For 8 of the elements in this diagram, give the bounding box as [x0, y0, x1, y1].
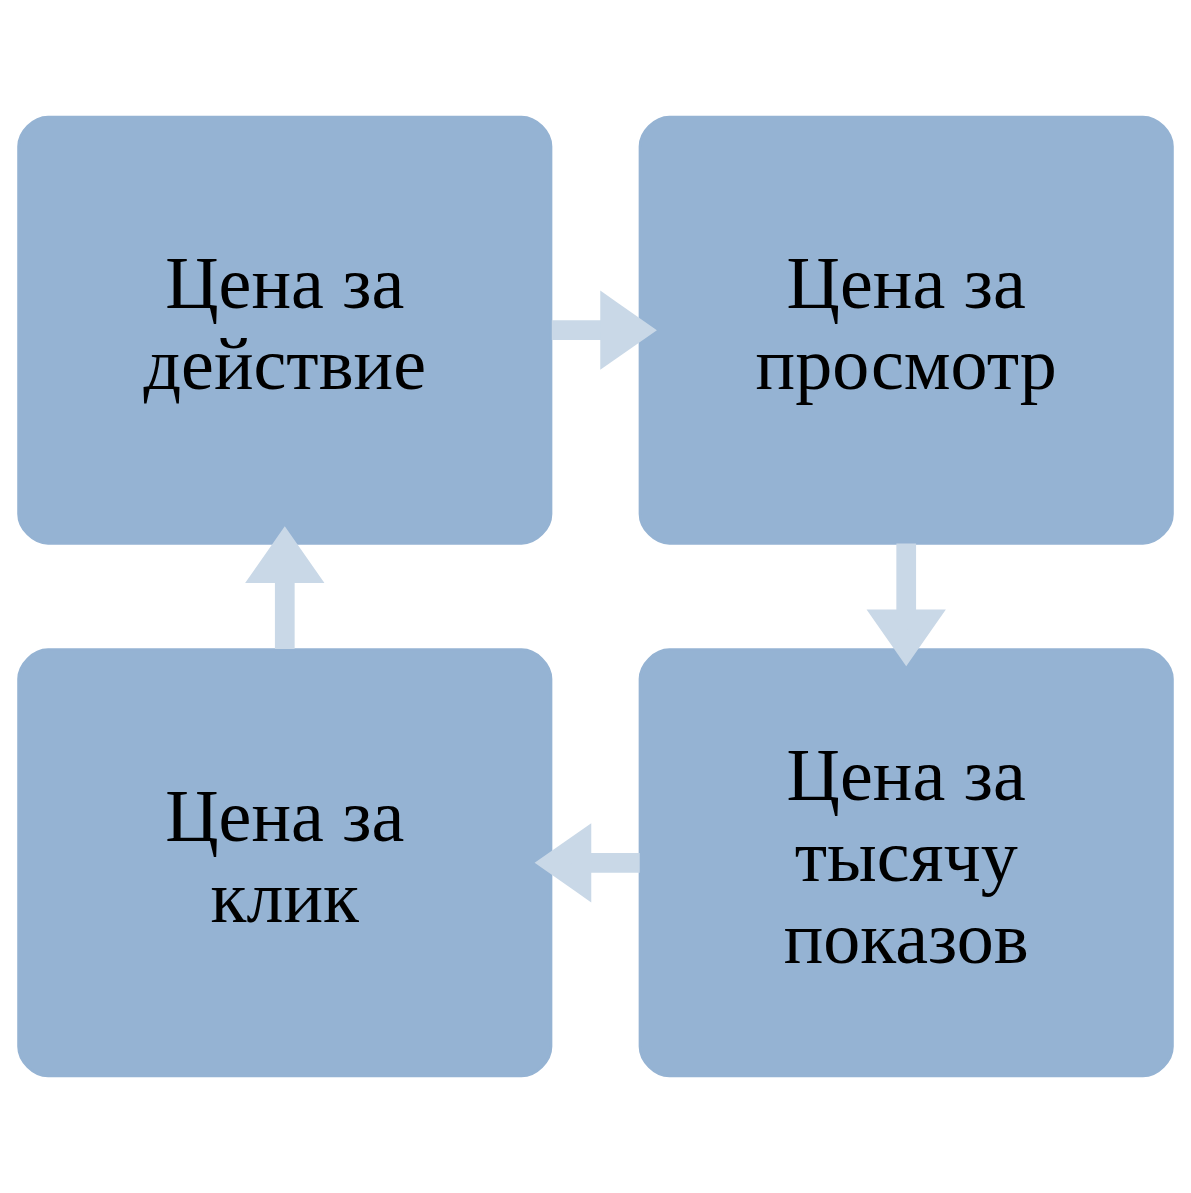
node-box: Цена за действие [17, 115, 553, 545]
arrow [866, 543, 946, 667]
arrow [245, 526, 325, 649]
node-box: Цена за просмотр [638, 115, 1174, 545]
arrow [551, 290, 657, 370]
node-box: Цена за клик [17, 648, 553, 1078]
arrow [534, 823, 640, 903]
node-box: Цена за тысячу показов [638, 648, 1174, 1078]
